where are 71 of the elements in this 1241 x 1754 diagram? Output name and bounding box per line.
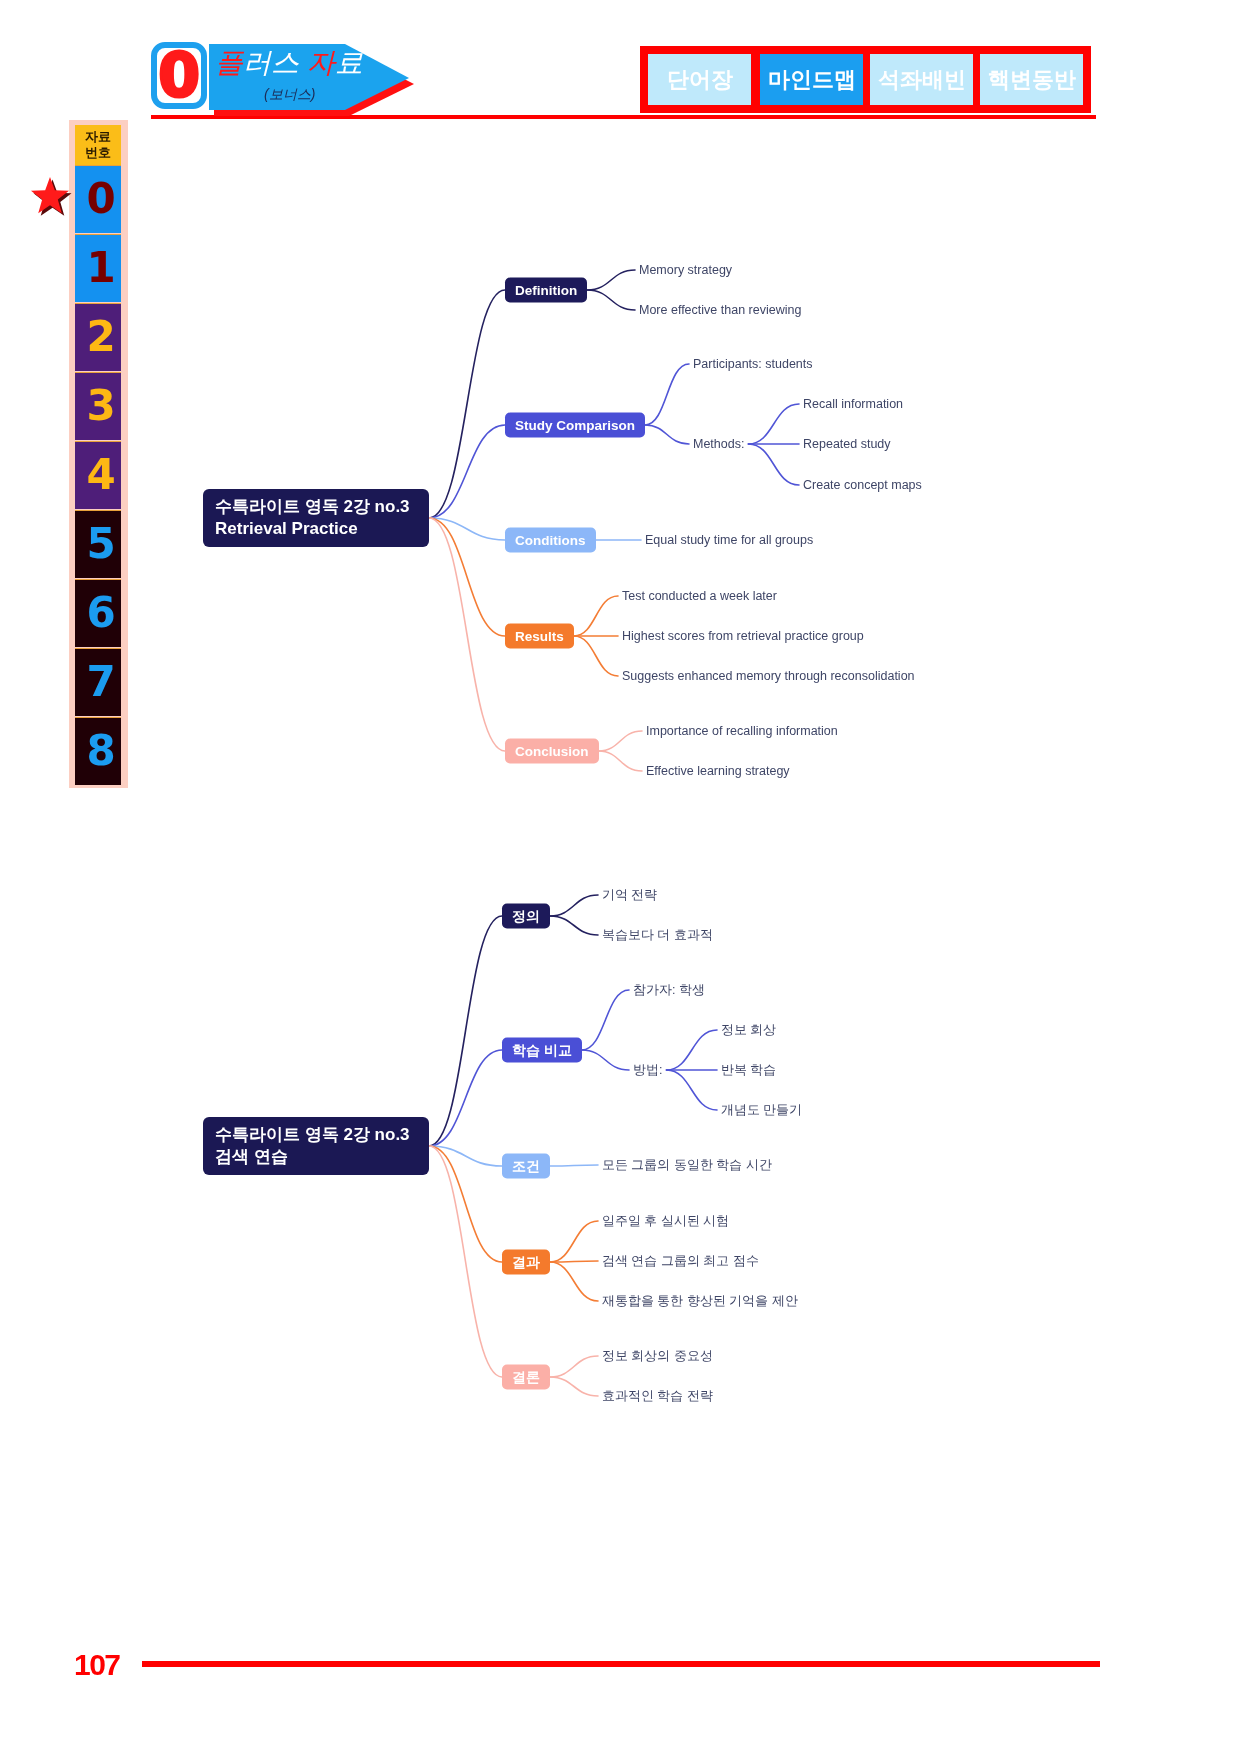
connector-line [580, 1049, 630, 1071]
number-cell: 0 [75, 165, 121, 233]
topic-box: Study Comparison [505, 412, 645, 438]
leaf-text: Repeated study [803, 436, 891, 452]
banner-title: 플러스 자료 [215, 46, 363, 80]
topic-box: 결과 [502, 1249, 550, 1275]
connector-line [747, 443, 800, 486]
number-cell: 4 [75, 441, 121, 509]
connector-line [594, 539, 642, 541]
topic-box: Results [505, 623, 574, 649]
connector-line [549, 1376, 599, 1397]
leaf-text: 방법: [633, 1062, 663, 1078]
number-cell: 8 [75, 717, 121, 785]
leaf-text: 기억 전략 [602, 887, 658, 903]
leaf-text: Create concept maps [803, 477, 922, 493]
leaf-text: 정보 회상 [721, 1022, 777, 1038]
number-badge: 0 [151, 42, 207, 109]
topic-box: Definition [505, 277, 588, 303]
connector-line [644, 424, 690, 445]
number-cell: 6 [75, 579, 121, 647]
banner-subtitle: (보너스) [264, 86, 316, 103]
leaf-text: 재통합을 통한 향상된 기억을 제안 [602, 1293, 798, 1309]
number-cell: 7 [75, 648, 121, 716]
topic-box: Conclusion [505, 738, 599, 764]
leaf-text: 반복 학습 [721, 1062, 777, 1078]
number-cell: 3 [75, 372, 121, 440]
leaf-text: Participants: students [693, 356, 813, 372]
connector-line [428, 517, 506, 637]
tab: 단어장 [648, 54, 751, 105]
leaf-text: 복습보다 더 효과적 [602, 927, 713, 943]
leaf-text: Equal study time for all groups [645, 532, 814, 548]
topic-box: 조건 [502, 1153, 550, 1179]
leaf-text: Highest scores from retrieval practice group [622, 628, 864, 644]
leaf-text: 개념도 만들기 [721, 1102, 803, 1118]
leaf-text: Effective learning strategy [646, 763, 790, 779]
tab: 핵변동반 [980, 54, 1083, 105]
leaf-text: 모든 그룹의 동일한 학습 시간 [602, 1157, 772, 1173]
topic-box: 결론 [502, 1364, 550, 1390]
leaf-text: Test conducted a week later [622, 588, 777, 604]
connector-line [428, 517, 506, 752]
connector-line [597, 750, 643, 772]
page-number: 107 [74, 1649, 120, 1681]
leaf-text: Memory strategy [639, 262, 733, 278]
root-box: 수특라이트 영독 2강 no.3 Retrieval Practice [203, 489, 429, 547]
topic-box: Conditions [505, 527, 596, 553]
leaf-text: Importance of recalling information [646, 723, 838, 739]
sidebar-header: 자료 번호 [75, 125, 121, 165]
number-cell: 5 [75, 510, 121, 578]
number-cell: 2 [75, 303, 121, 371]
leaf-text: 정보 회상의 중요성 [602, 1348, 713, 1364]
number-cell: 1 [75, 234, 121, 302]
leaf-text: Suggests enhanced memory through reconsolidation [622, 668, 915, 684]
connector-line [549, 915, 599, 936]
tab: 석좌배빈 [870, 54, 973, 105]
connector-line [586, 289, 636, 311]
topic-box: 학습 비교 [502, 1037, 582, 1063]
connector-line [428, 1145, 503, 1378]
leaf-text: 일주일 후 실시된 시험 [602, 1213, 730, 1229]
connector-line [549, 1164, 599, 1167]
tab: 마인드맵 [760, 54, 863, 105]
leaf-text: Methods: [693, 436, 745, 452]
leaf-text: More effective than reviewing [639, 302, 802, 318]
root-box: 수특라이트 영독 2강 no.3 검색 연습 [203, 1117, 429, 1175]
topic-box: 정의 [502, 903, 550, 929]
leaf-text: 효과적인 학습 전략 [602, 1388, 713, 1404]
leaf-text: 검색 연습 그룹의 최고 점수 [602, 1253, 759, 1269]
leaf-text: 참가자: 학생 [633, 982, 705, 998]
leaf-text: Recall information [803, 396, 904, 412]
connector-line [665, 1069, 718, 1111]
connector-line [549, 1261, 599, 1302]
connector-line [573, 635, 619, 677]
